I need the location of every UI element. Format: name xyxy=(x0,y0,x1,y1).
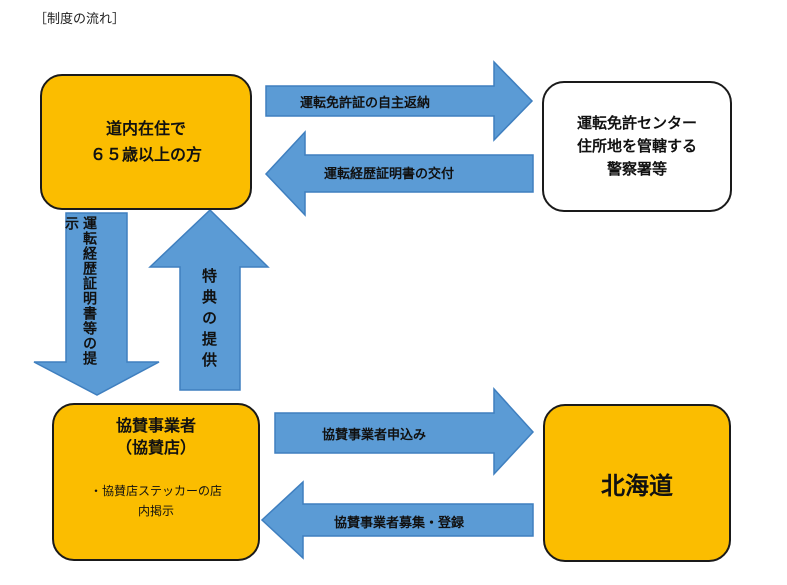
node-business-line2: （協賛店） xyxy=(115,438,196,457)
arrow-return-license xyxy=(265,60,534,142)
node-center: 運転免許センター 住所地を管轄する 警察署等 xyxy=(542,81,732,212)
label-issue-history: 運転経歴証明書の交付 xyxy=(324,167,455,182)
node-senior-line2: ６５歳以上の方 xyxy=(89,145,202,164)
node-business-note1: ・協賛店ステッカーの店 xyxy=(89,484,222,498)
arrow-present-history xyxy=(33,212,160,396)
label-recruit-business: 協賛事業者募集・登録 xyxy=(334,516,465,531)
arrow-recruit-business xyxy=(260,480,534,560)
node-business-note2: 内掲示 xyxy=(137,504,174,518)
node-hokkaido-label: 北海道 xyxy=(601,471,673,500)
arrow-apply-business xyxy=(274,387,535,476)
label-provide-benefit: 特典の提供 xyxy=(200,268,218,373)
arrow-issue-history xyxy=(264,130,534,217)
node-center-line3: 警察署等 xyxy=(606,160,667,178)
arrow-provide-benefit xyxy=(148,208,270,391)
label-present-history: 運転経歴証明書等の提示 xyxy=(63,216,97,366)
node-senior: 道内在住で ６５歳以上の方 xyxy=(40,74,252,210)
node-business-line1: 協賛事業者 xyxy=(115,416,196,435)
node-center-line2: 住所地を管轄する xyxy=(576,137,697,155)
label-return-license: 運転免許証の自主返納 xyxy=(300,96,431,111)
diagram-caption: ［制度の流れ］ xyxy=(34,12,126,27)
node-senior-line1: 道内在住で xyxy=(105,119,186,138)
node-hokkaido: 北海道 xyxy=(543,404,731,562)
node-business: 協賛事業者 （協賛店） ・協賛店ステッカーの店 内掲示 xyxy=(52,403,260,561)
label-apply-business: 協賛事業者申込み xyxy=(322,428,427,443)
node-center-line1: 運転免許センター xyxy=(576,114,697,132)
